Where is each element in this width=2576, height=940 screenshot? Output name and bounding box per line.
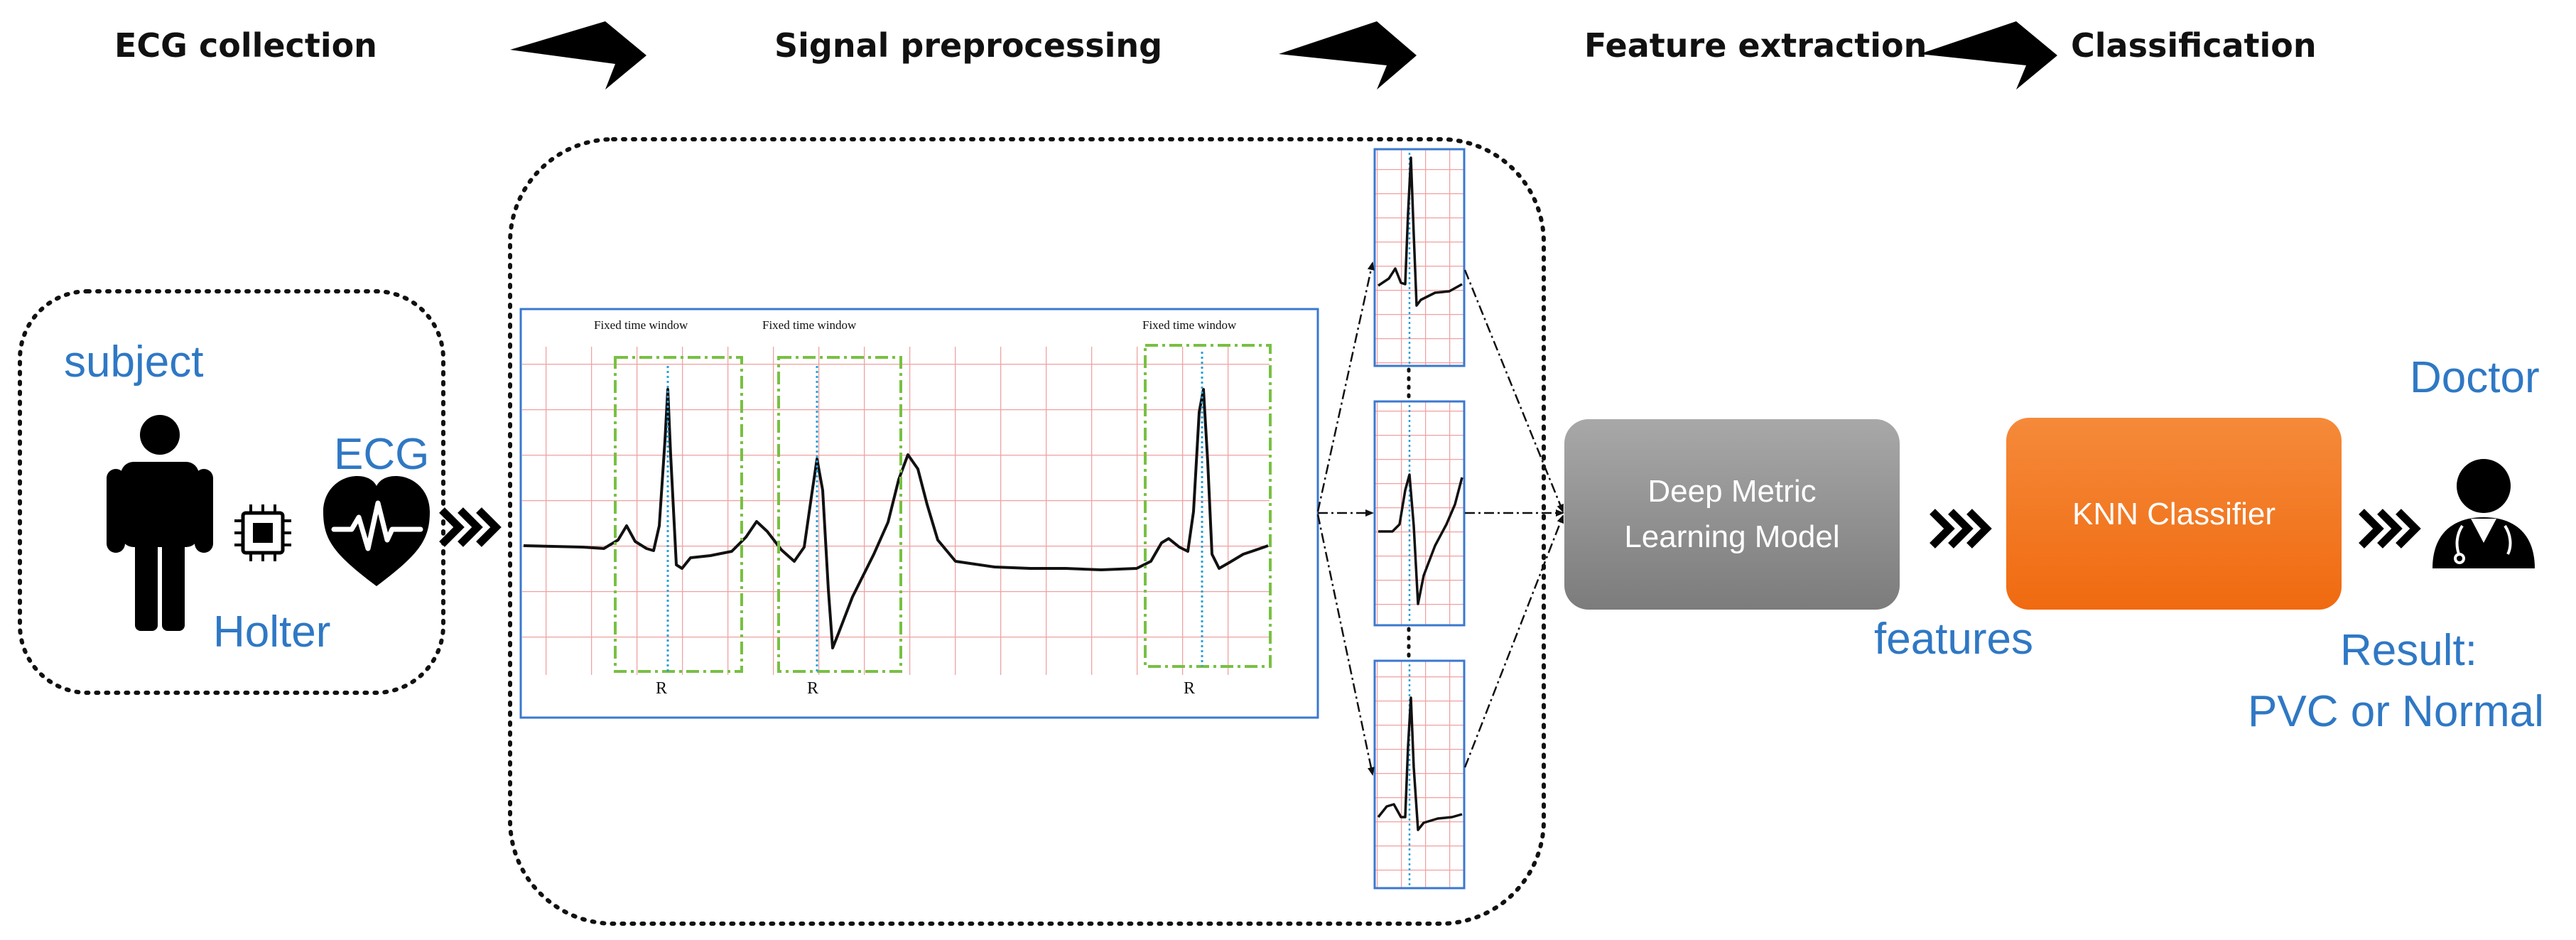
chip-icon	[234, 504, 291, 561]
r-peak-label-1: R	[656, 679, 667, 698]
doctor-icon	[2432, 459, 2535, 568]
stage-label-classification: Classification	[2071, 26, 2317, 65]
merge-arrows	[1463, 269, 1564, 768]
model-label-line1: Deep Metric	[1647, 474, 1816, 509]
stage-label-signal-preprocessing: Signal preprocessing	[774, 26, 1162, 65]
split-arrows	[1316, 261, 1375, 776]
doctor-label: Doctor	[2410, 353, 2540, 402]
beat-segment-3	[1373, 659, 1466, 890]
header-arrow-1	[510, 21, 646, 90]
beat-segment-1	[1373, 148, 1466, 367]
chevron-arrow-1	[439, 507, 502, 547]
stage-label-ecg-collection: ECG collection	[114, 26, 377, 65]
deep-metric-learning-model-box	[1564, 419, 1900, 610]
person-icon	[107, 415, 213, 631]
stage-label-feature-extraction: Feature extraction	[1584, 26, 1927, 65]
heart-ecg-icon	[323, 476, 430, 586]
r-peak-label-2: R	[807, 679, 818, 698]
holter-label: Holter	[213, 607, 330, 657]
ecg-strip-panel	[519, 308, 1319, 719]
result-label-line2: PVC or Normal	[2248, 687, 2544, 736]
result-label-line1: Result:	[2340, 626, 2477, 675]
ecg-label: ECG	[334, 430, 429, 479]
beat-segment-2	[1373, 400, 1466, 627]
collection-box	[18, 289, 445, 695]
chevron-arrow-2	[1930, 509, 1992, 549]
r-peak-label-3: R	[1184, 679, 1195, 698]
model-label-line2: Learning Model	[1624, 519, 1839, 554]
classifier-label: KNN Classifier	[2072, 497, 2275, 531]
header-arrow-3	[1920, 21, 2057, 90]
window-label-3: Fixed time window	[1142, 318, 1237, 332]
window-label-1: Fixed time window	[594, 318, 688, 332]
knn-classifier-box	[2006, 418, 2342, 610]
window-label-2: Fixed time window	[762, 318, 857, 332]
subject-label: subject	[64, 337, 203, 387]
chevron-arrow-3	[2359, 509, 2421, 549]
header-arrow-2	[1279, 21, 1417, 90]
features-label: features	[1874, 615, 2033, 664]
